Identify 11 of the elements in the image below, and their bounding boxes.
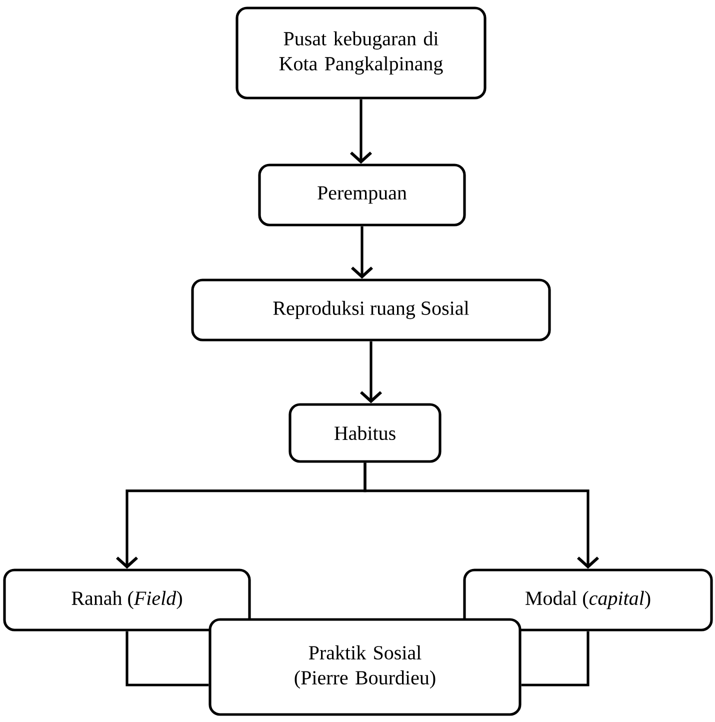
process-box: Perempuan	[258, 164, 466, 226]
process-box: Praktik Sosial (Pierre Bourdieu)	[208, 618, 522, 716]
process-box: Pusat kebugaran di Kota Pangkalpinang	[236, 6, 486, 100]
arrow	[360, 341, 382, 404]
arrow	[350, 99, 372, 164]
process-box: Reproduksi ruang Sosial	[191, 278, 551, 342]
arrow	[364, 462, 599, 569]
arrow	[351, 226, 373, 279]
process-box: Modal (capital)	[463, 568, 713, 632]
process-box: Ranah (Field)	[3, 568, 251, 632]
process-box: Habitus	[288, 403, 442, 463]
